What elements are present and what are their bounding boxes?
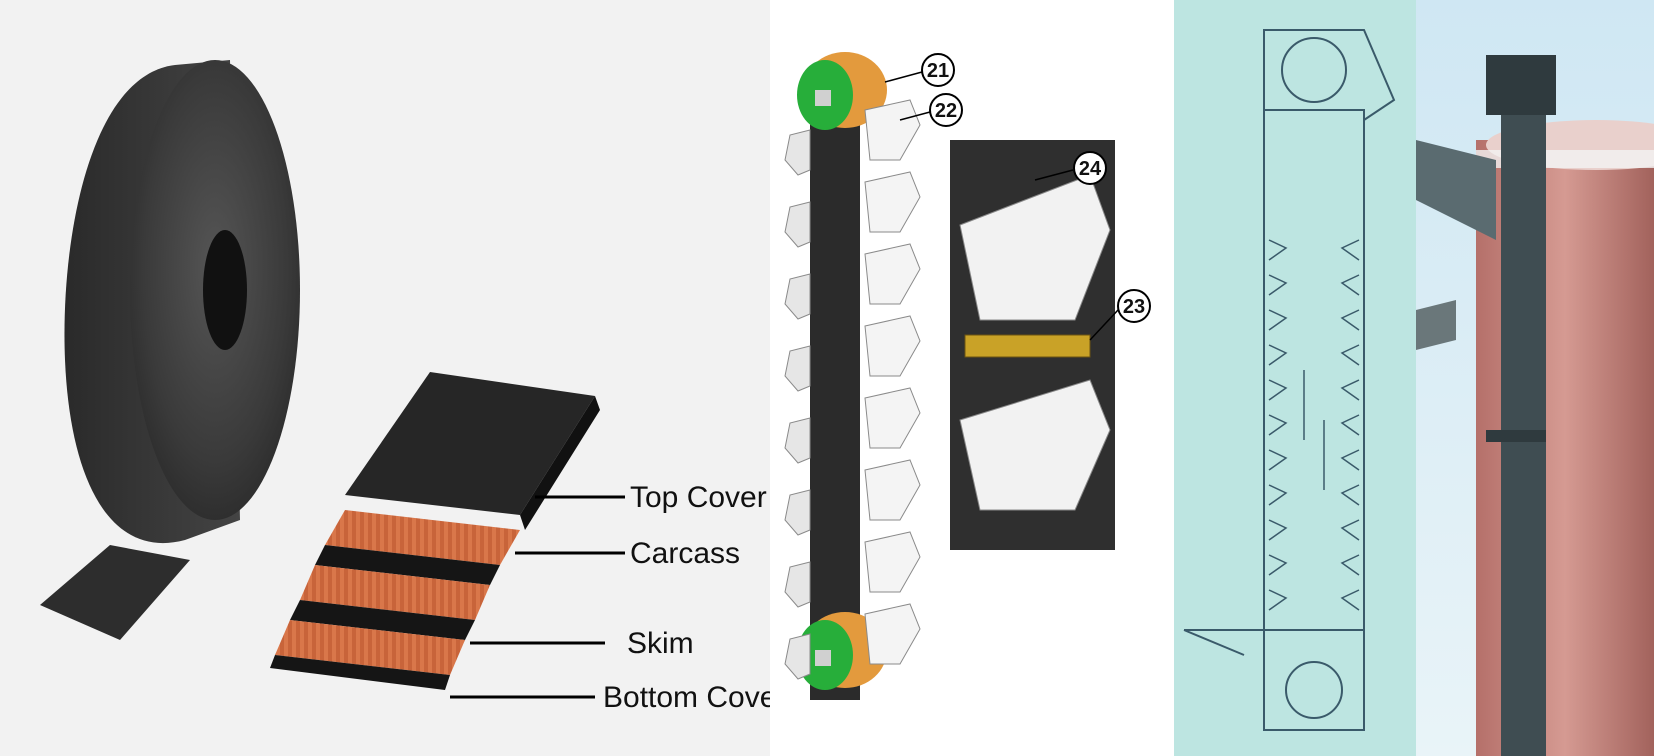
bucket-return — [784, 489, 811, 536]
bucket — [864, 531, 921, 593]
bolt-bar — [964, 334, 1091, 358]
bucket-return — [784, 273, 811, 320]
boot-wheel — [1285, 661, 1343, 719]
elevator-tower — [1501, 90, 1546, 756]
bucket — [864, 603, 921, 665]
belt-slab-top — [345, 372, 595, 515]
bucket-return — [784, 417, 811, 464]
schematic-bucket — [1340, 274, 1360, 296]
callout-23-leader — [1089, 309, 1119, 341]
bucket — [864, 99, 921, 161]
schematic-bucket — [1340, 239, 1360, 261]
elevator-exploded-panel: 21 22 24 23 — [770, 0, 1170, 756]
callout-21-leader — [884, 71, 923, 83]
elevator-head-house — [1486, 55, 1556, 115]
callout-22-leader — [899, 111, 931, 121]
elevator-schematic-drawing — [1183, 29, 1396, 731]
silo-photo-illustration — [1416, 55, 1654, 756]
feed-chute-slope — [1183, 629, 1245, 656]
label-bottom-cover: Bottom Cover — [603, 681, 770, 714]
schematic-bucket — [1340, 484, 1360, 506]
schematic-bucket — [1268, 414, 1288, 436]
carcass-ply-3 — [275, 620, 465, 675]
schematic-bucket — [1268, 274, 1288, 296]
schematic-bucket — [1340, 449, 1360, 471]
bucket — [864, 171, 921, 233]
schematic-bucket — [1340, 414, 1360, 436]
schematic-bucket — [1268, 554, 1288, 576]
schematic-bucket — [1268, 239, 1288, 261]
head-pulley-hub — [815, 90, 831, 106]
label-skim: Skim — [627, 627, 694, 660]
lower-walkway — [1416, 300, 1456, 350]
callout-24-leader — [1034, 169, 1074, 181]
elevator-casing — [1263, 109, 1365, 731]
bucket-return — [784, 561, 811, 608]
conveyor-gallery — [1416, 140, 1496, 240]
label-carcass: Carcass — [630, 537, 740, 570]
bucket — [864, 315, 921, 377]
schematic-buckets — [1268, 239, 1360, 611]
elevator-belt — [810, 80, 860, 700]
skim-layer-2 — [290, 600, 475, 640]
callout-24 — [1073, 151, 1107, 185]
skim-layer-1 — [315, 545, 500, 585]
schematic-bucket — [1268, 309, 1288, 331]
bucket-return — [784, 633, 811, 680]
schematic-bucket — [1340, 344, 1360, 366]
belt-roll-core — [203, 230, 247, 350]
tower-platform — [1486, 430, 1546, 442]
belt-photo-panel: Top Cover Carcass Skim Bottom Cover — [0, 0, 770, 756]
callout-24-text: 24 — [1079, 158, 1102, 180]
boot-pulley-hub — [815, 650, 831, 666]
elevator-photo-panel — [1416, 0, 1654, 756]
callout-23-text: 23 — [1123, 296, 1145, 318]
elevator-exploded-drawing: 21 22 24 23 — [784, 52, 1151, 700]
bucket-column-right — [864, 99, 921, 665]
callout-22 — [929, 93, 963, 127]
bucket-return — [784, 129, 811, 176]
schematic-bucket — [1340, 309, 1360, 331]
schematic-bucket — [1268, 589, 1288, 611]
schematic-bucket — [1268, 344, 1288, 366]
bucket-column-left — [784, 129, 811, 680]
detail-bucket-lower — [959, 379, 1111, 511]
schematic-bucket — [1268, 449, 1288, 471]
callout-22-text: 22 — [935, 100, 957, 122]
schematic-bucket — [1268, 519, 1288, 541]
schematic-bucket — [1340, 589, 1360, 611]
head-section — [1263, 29, 1396, 121]
callout-21-text: 21 — [927, 60, 949, 82]
callout-23 — [1117, 289, 1151, 323]
carcass-ply-2 — [300, 565, 490, 620]
schematic-bucket — [1268, 484, 1288, 506]
bucket — [864, 387, 921, 449]
bottom-cover — [270, 655, 450, 690]
head-wheel — [1281, 37, 1347, 103]
bucket-return — [784, 345, 811, 392]
schematic-bucket — [1268, 379, 1288, 401]
bucket — [864, 459, 921, 521]
elevator-schematic-panel — [1174, 0, 1416, 756]
bucket — [864, 243, 921, 305]
schematic-bucket — [1340, 379, 1360, 401]
label-top-cover: Top Cover — [630, 481, 767, 514]
carcass-ply-1 — [325, 510, 520, 565]
callout-21 — [921, 53, 955, 87]
detail-bucket-upper — [959, 174, 1111, 321]
schematic-bucket — [1340, 519, 1360, 541]
bucket-return — [784, 201, 811, 248]
belt-tail — [40, 545, 190, 640]
schematic-bucket — [1340, 554, 1360, 576]
belt-illustration: Top Cover Carcass Skim Bottom Cover — [40, 60, 770, 714]
